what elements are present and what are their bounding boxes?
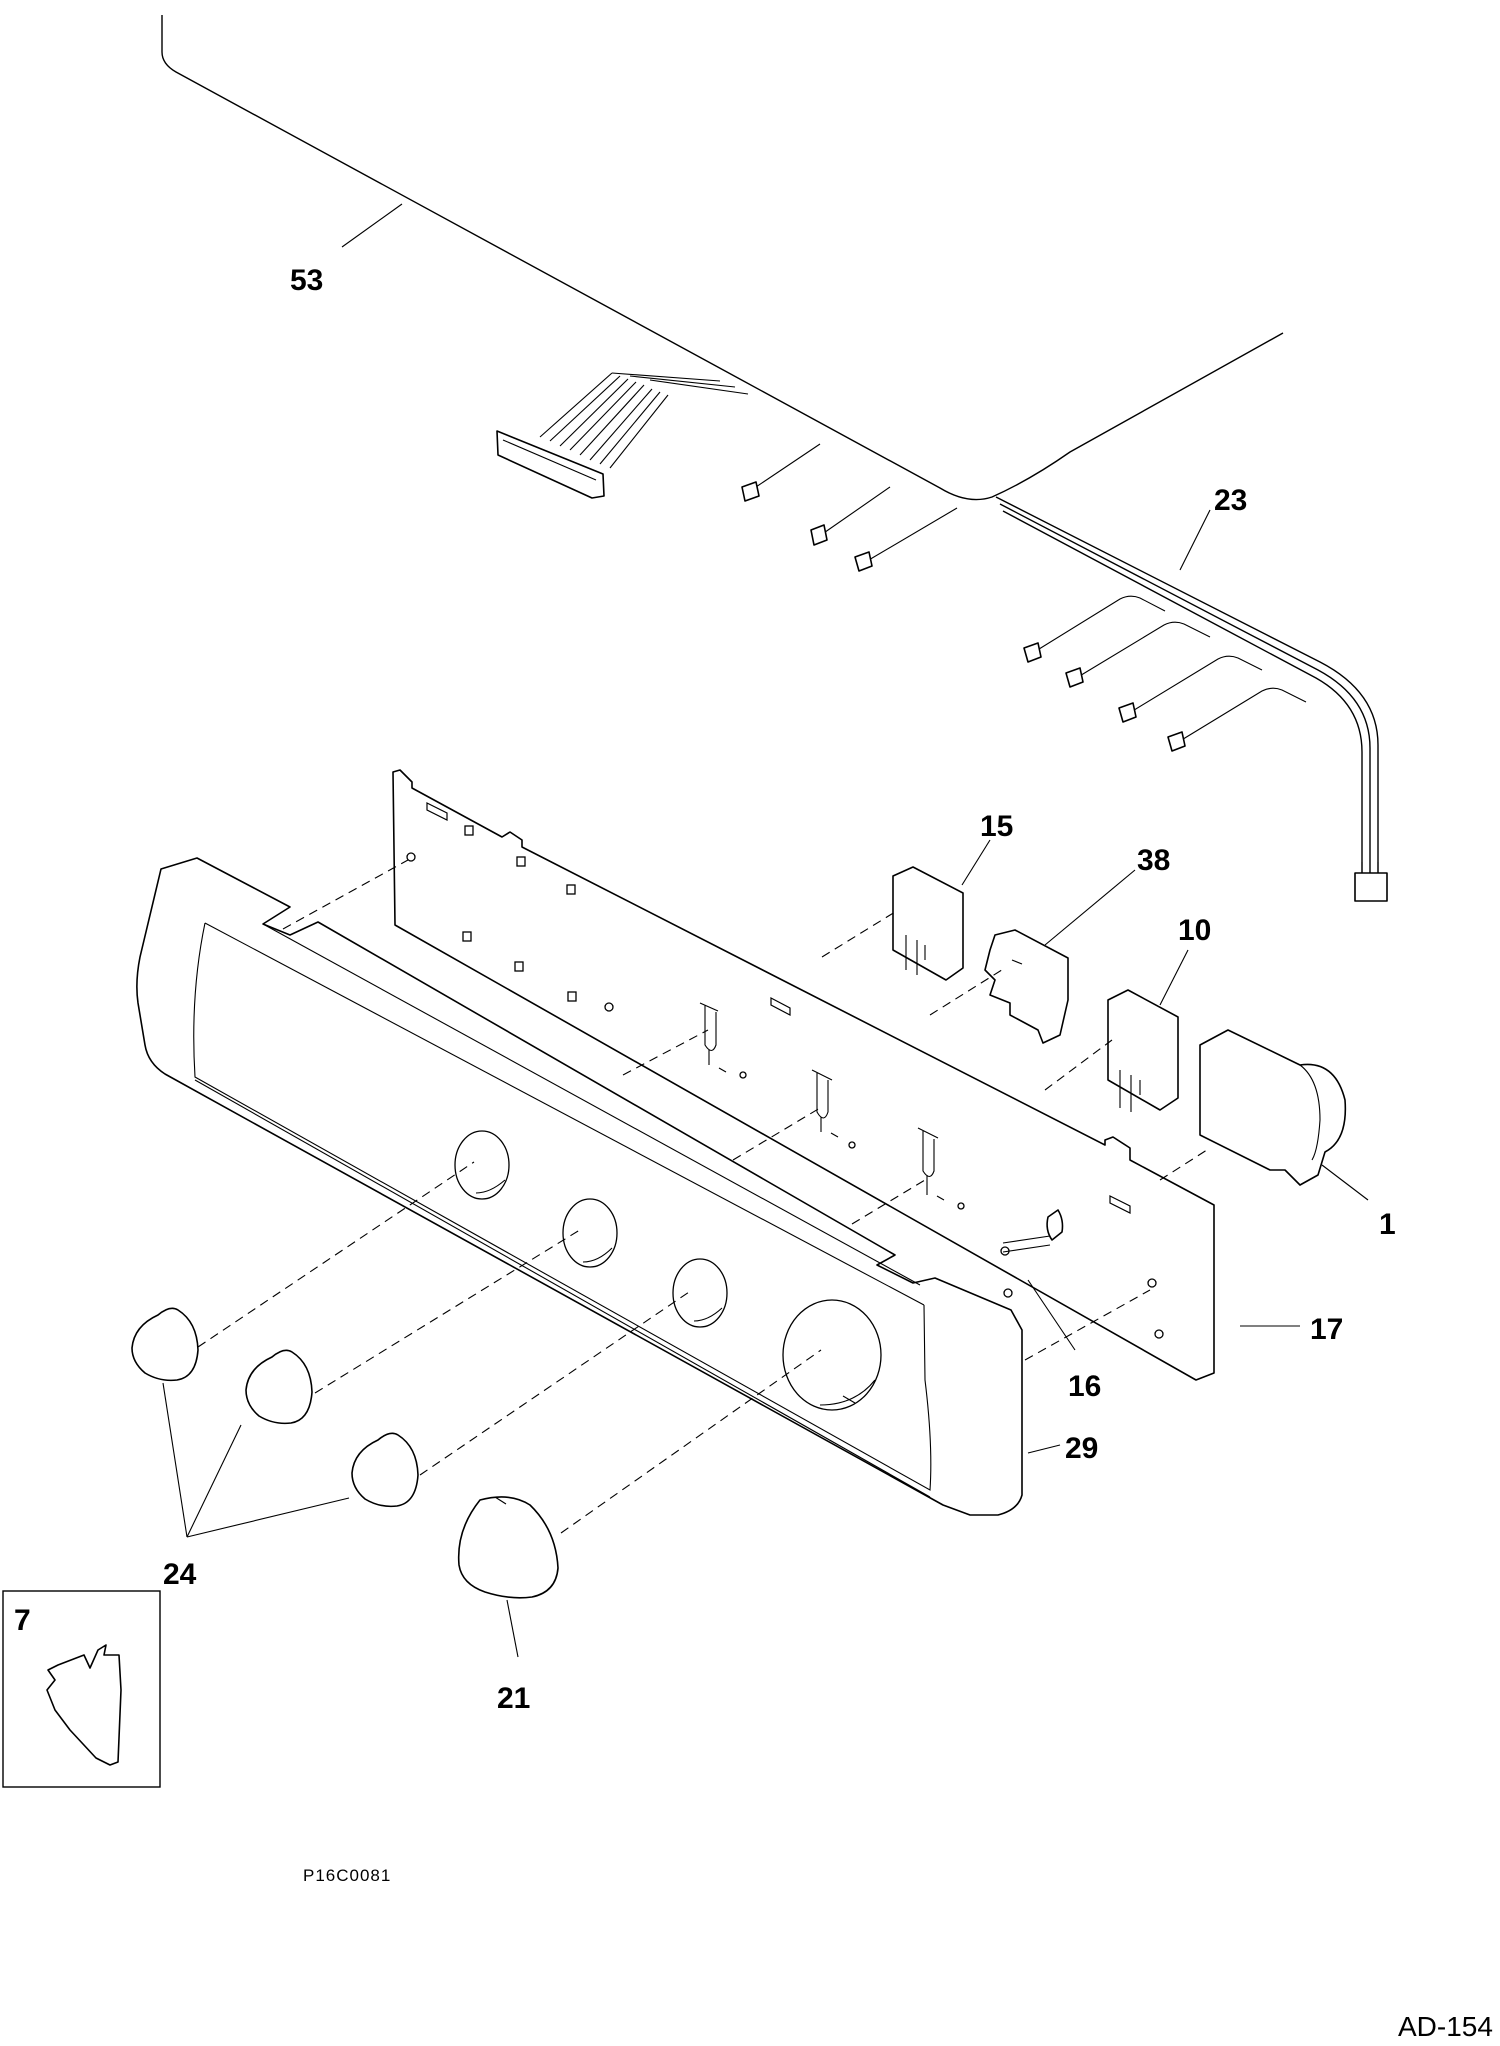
control-panel-backplate-part-17	[392, 769, 1215, 1381]
callout-38: 38	[1137, 844, 1170, 877]
callout-1: 1	[1379, 1208, 1396, 1241]
front-console-part-29	[136, 857, 1023, 1516]
drawing-code: P16C0081	[303, 1866, 391, 1885]
callout-21: 21	[497, 1682, 530, 1715]
callout-17: 17	[1310, 1313, 1343, 1346]
callout-16: 16	[1068, 1370, 1101, 1403]
callout-29: 29	[1065, 1432, 1098, 1465]
top-cover-part-53	[161, 15, 1284, 501]
knobs-part-24	[131, 1307, 419, 1508]
timer-knob-part-21	[457, 1496, 559, 1599]
callout-7: 7	[14, 1604, 31, 1637]
switch-part-10	[1107, 989, 1179, 1112]
switch-part-38	[984, 929, 1069, 1044]
inset-part-7	[2, 1590, 161, 1788]
harness-connector-left	[496, 372, 749, 499]
callout-24: 24	[163, 1558, 197, 1591]
page-id: AD-154	[1398, 2011, 1493, 2042]
callout-10: 10	[1178, 914, 1211, 947]
callout-23: 23	[1214, 484, 1247, 517]
leader-lines	[162, 203, 1369, 1658]
switch-part-15	[892, 866, 964, 981]
wire-harness-part-23	[995, 496, 1388, 902]
callout-53: 53	[290, 264, 323, 297]
assembly-lines	[197, 859, 1211, 1534]
callout-15: 15	[980, 810, 1013, 843]
spade-terminals-center	[741, 443, 958, 572]
timer-part-1	[1199, 1029, 1347, 1186]
